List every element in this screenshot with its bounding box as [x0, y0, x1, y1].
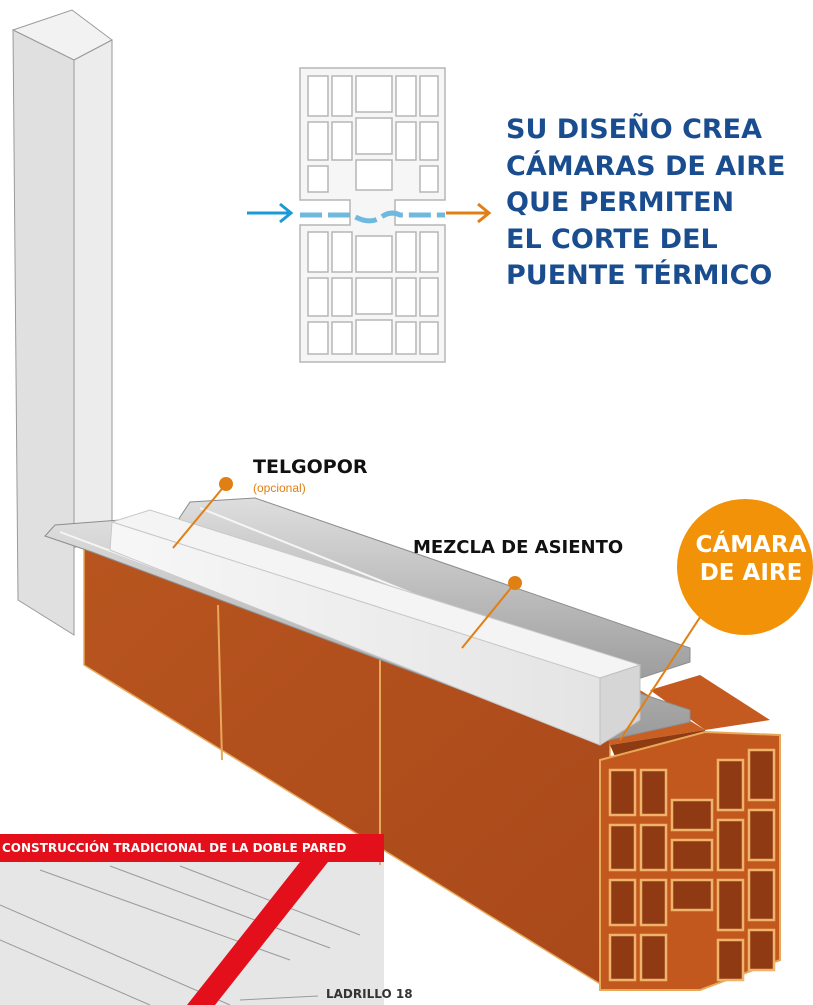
telgopor-callout-dot: [219, 477, 233, 491]
mezcla-leader-line: [461, 582, 516, 649]
headline-line-5: PUENTE TÉRMICO: [506, 260, 773, 291]
thermal-bridge-diagram: [299, 67, 446, 363]
inset-double-wall: [0, 862, 384, 1005]
thermal-path: [300, 210, 445, 224]
camara-leader-line: [619, 607, 707, 741]
cold-arrow-icon: [247, 202, 294, 224]
ladrillo-label: LADRILLO 18: [326, 987, 413, 1001]
warm-arrow-icon: [446, 202, 492, 224]
mezcla-callout-dot: [508, 576, 522, 590]
mezcla-label: MEZCLA DE ASIENTO: [413, 537, 624, 558]
headline: SU DISEÑO CREA CÁMARAS DE AIRE QUE PERMI…: [506, 112, 806, 295]
camara-label-line-2: DE AIRE: [699, 560, 803, 586]
telgopor-leader-line: [172, 483, 227, 549]
inset-banner: CONSTRUCCIÓN TRADICIONAL DE LA DOBLE PAR…: [0, 834, 384, 862]
telgopor-optional-note: (opcional): [253, 481, 306, 495]
headline-line-3: QUE PERMITEN: [506, 187, 735, 218]
camara-de-aire-badge: [677, 499, 813, 635]
telgopor-label: TELGOPOR: [253, 456, 368, 478]
camara-label-line-1: CÁMARA: [695, 532, 807, 558]
headline-line-2: CÁMARAS DE AIRE: [506, 150, 786, 182]
headline-line-4: EL CORTE DEL: [506, 223, 718, 255]
foam-strip: [109, 509, 642, 746]
inset-red-stripe: [187, 862, 328, 1005]
headline-line-1: SU DISEÑO CREA: [506, 114, 763, 145]
wall-pillar: [11, 9, 113, 636]
camara-de-aire-label: CÁMARA DE AIRE: [676, 531, 813, 587]
